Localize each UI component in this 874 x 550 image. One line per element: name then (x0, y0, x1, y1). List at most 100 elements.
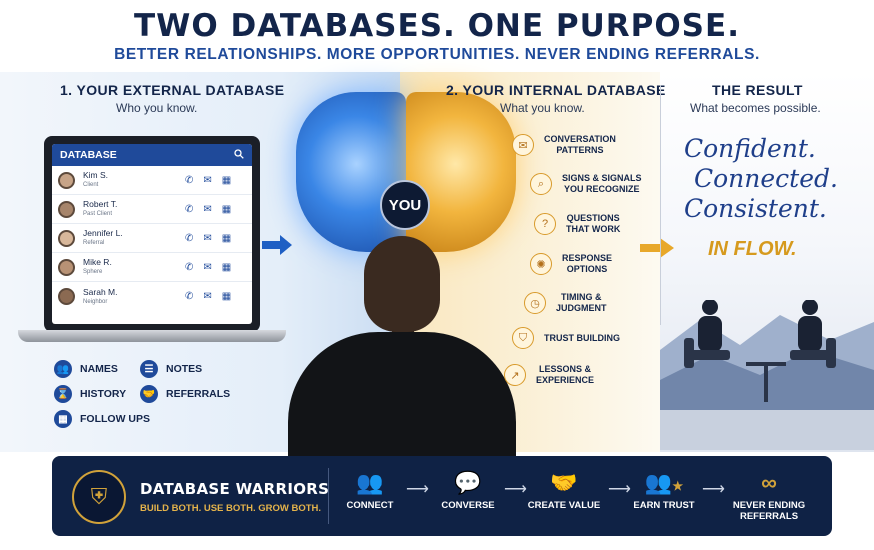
calendar-icon[interactable]: ▦ (221, 174, 232, 186)
arrow-right-icon (640, 238, 674, 258)
result-line: Connected. (694, 164, 838, 193)
banner-divider (328, 468, 329, 524)
bottom-banner: ⛨ DATABASE WARRIORS BUILD BOTH. USE BOTH… (52, 456, 832, 536)
contact-role: Neighbor (83, 298, 108, 305)
lightbulb-icon: ✺ (530, 253, 552, 275)
item-label: EXPERIENCE (536, 375, 595, 385)
subheadline: BETTER RELATIONSHIPS. MORE OPPORTUNITIES… (114, 46, 760, 63)
legend-item: ▦ FOLLOW UPS (54, 410, 150, 428)
avatar (58, 229, 75, 247)
mail-icon[interactable]: ✉ (203, 203, 212, 215)
search-icon[interactable] (234, 148, 244, 162)
phone-icon[interactable]: ✆ (185, 261, 194, 273)
item-label: CONVERSATION (544, 134, 616, 144)
internal-item: ⛉ TRUST BUILDING (512, 327, 620, 349)
item-label: YOU RECOGNIZE (564, 184, 640, 194)
database-header: DATABASE (52, 144, 252, 166)
mail-icon[interactable]: ✉ (203, 174, 212, 186)
step-label: CONVERSE (441, 500, 495, 511)
notes-icon: ☰ (140, 360, 158, 378)
calendar-icon[interactable]: ▦ (221, 203, 232, 215)
legend-label: NOTES (166, 363, 203, 375)
legend-label: FOLLOW UPS (80, 413, 150, 425)
legend-item: 🤝 REFERRALS (140, 385, 230, 403)
legend-label: HISTORY (80, 388, 127, 400)
growth-chart-icon: ↗ (504, 364, 526, 386)
item-label: LESSONS & (539, 364, 592, 374)
you-badge: YOU (380, 180, 430, 230)
item-label: PATTERNS (556, 145, 604, 155)
brain-right-half (406, 92, 516, 252)
brand-name: DATABASE WARRIORS (140, 480, 330, 498)
search-icon: ⌕ (530, 173, 552, 195)
mail-icon[interactable]: ✉ (203, 232, 212, 244)
calendar-icon: ▦ (54, 410, 72, 428)
calendar-icon[interactable]: ▦ (221, 261, 232, 273)
legend-label: NAMES (80, 363, 118, 375)
laptop-base (18, 330, 286, 342)
legend-item: ⌛HISTORY (54, 385, 126, 403)
chat-icon: ✉ (512, 134, 534, 156)
contact-row[interactable]: Kim S.Client ✆✉▦ (52, 166, 252, 195)
mail-icon[interactable]: ✉ (203, 261, 212, 273)
item-label: JUDGMENT (556, 303, 607, 313)
phone-icon[interactable]: ✆ (185, 203, 194, 215)
people-icon: 👥 (356, 470, 384, 495)
shield-icon: ⛉ (512, 327, 534, 349)
result-subtitle: What becomes possible. (690, 101, 821, 115)
person-body (288, 332, 516, 462)
step-label: CREATE VALUE (527, 500, 601, 511)
contact-row[interactable]: Sarah M.Neighbor ✆ ✉ ▦ (52, 282, 252, 311)
legend-label: REFERRALS (166, 388, 231, 400)
result-line: Confident. (684, 134, 816, 163)
item-label: TIMING & (561, 292, 602, 302)
legend-item: 👥 NAMES (54, 360, 118, 378)
internal-subtitle: What you know. (500, 101, 585, 115)
handshake-icon: 🤝 (140, 385, 158, 403)
database-window: DATABASE Kim S.Client ✆✉▦ Robert T.Past … (52, 144, 252, 324)
phone-icon[interactable]: ✆ (185, 232, 194, 244)
step-create-value: 🤝 CREATE VALUE (524, 470, 604, 511)
arrow-right-icon: ⟶ (608, 481, 631, 498)
item-label: OPTIONS (566, 264, 608, 274)
phone-icon[interactable]: ✆ (185, 174, 194, 186)
contact-name: Robert T. (83, 199, 118, 209)
calendar-icon[interactable]: ▦ (221, 232, 232, 244)
contact-role: Referral (83, 240, 105, 246)
contact-row[interactable]: Robert T.Past Client ✆✉▦ (52, 195, 252, 224)
calendar-icon[interactable]: ▦ (221, 291, 232, 302)
people-icon: 👥 (54, 360, 72, 378)
result-line: Consistent. (684, 194, 827, 223)
internal-title: 2. YOUR INTERNAL DATABASE (446, 82, 666, 98)
internal-item: ◷ TIMING &JUDGMENT (524, 292, 607, 314)
brand-tagline: BUILD BOTH. USE BOTH. GROW BOTH. (140, 503, 322, 514)
contact-row[interactable]: Jennifer L.Referral ✆✉▦ (52, 224, 252, 253)
arrow-right-icon: ⟶ (406, 481, 429, 498)
star-group-icon: 👥★ (644, 470, 684, 495)
phone-icon[interactable]: ✆ (185, 291, 194, 302)
conversation-icon: 💬 (454, 470, 482, 495)
arrow-right-icon (262, 235, 292, 255)
meeting-scene (660, 300, 874, 450)
mail-icon[interactable]: ✉ (203, 291, 212, 302)
contact-name: Sarah M. (83, 286, 118, 297)
legend-item: ☰ NOTES (140, 360, 202, 378)
contact-row[interactable]: Mike R.Sphere ✆✉▦ (52, 253, 252, 282)
external-subtitle: Who you know. (116, 101, 198, 115)
clock-icon: ◷ (524, 292, 546, 314)
item-label: TRUST BUILDING (544, 332, 620, 343)
step-converse: 💬 CONVERSE (438, 470, 498, 511)
external-title: 1. YOUR EXTERNAL DATABASE (60, 82, 285, 98)
handshake-icon: 🤝 (550, 470, 578, 495)
internal-item: ↗ LESSONS &EXPERIENCE (504, 364, 594, 386)
step-label: REFERRALS (739, 511, 799, 522)
arrow-right-icon: ⟶ (702, 481, 725, 498)
contact-name: Mike R. (83, 257, 112, 267)
spartan-helmet-icon: ⛨ (72, 470, 126, 524)
contact-role: Client (83, 182, 99, 188)
step-never-ending-referrals: ∞ NEVER ENDING REFERRALS (726, 470, 812, 522)
avatar (58, 288, 75, 305)
